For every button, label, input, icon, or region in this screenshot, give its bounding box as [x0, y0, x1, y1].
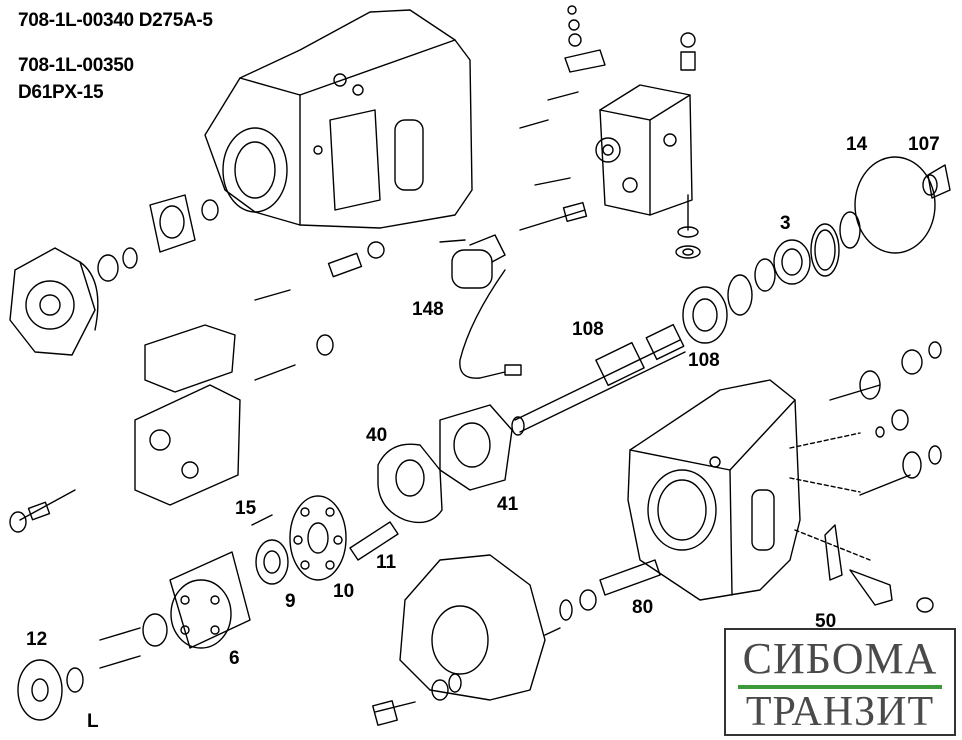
cylinder-block-group	[17, 495, 399, 721]
callout-15: 15	[235, 498, 257, 519]
callout-10: 10	[333, 581, 355, 602]
pump-case-right	[627, 341, 942, 613]
watermark-top-text: СИБОМА	[742, 634, 938, 683]
main-pump-housing	[204, 9, 473, 229]
company-watermark: СИБОМА ТРАНЗИТ	[724, 628, 956, 736]
callout-9: 9	[285, 591, 296, 612]
callout-50: 50	[815, 611, 837, 632]
seal-rings-top-right	[682, 156, 951, 344]
header-line-3: D61PX-15	[18, 82, 104, 103]
callout-41: 41	[497, 494, 519, 515]
lower-cover	[372, 554, 661, 726]
callout-40: 40	[366, 425, 388, 446]
regulator-block	[9, 241, 385, 533]
callout-6: 6	[229, 648, 240, 669]
callout-108-shaft: 108	[572, 319, 604, 340]
watermark-accent-bar	[738, 685, 942, 689]
header-line-2: 708-1L-00350	[18, 55, 134, 76]
callout-107: 107	[908, 134, 940, 155]
callout-L: L	[87, 711, 99, 732]
swash-plate	[377, 404, 513, 524]
callout-11: 11	[376, 552, 397, 573]
watermark-bottom-text: ТРАНЗИТ	[745, 689, 935, 735]
solenoid-assembly	[439, 234, 522, 379]
left-end-cover	[9, 194, 219, 356]
callout-148: 148	[412, 299, 444, 320]
callout-108-bearing: 108	[688, 350, 720, 371]
callout-3: 3	[780, 213, 791, 234]
callout-12: 12	[26, 629, 48, 650]
drive-shaft	[511, 323, 686, 436]
control-valve-block	[519, 5, 701, 259]
callout-14: 14	[846, 134, 868, 155]
header-line-1: 708-1L-00340 D275A-5	[18, 10, 213, 31]
callout-80: 80	[632, 597, 654, 618]
